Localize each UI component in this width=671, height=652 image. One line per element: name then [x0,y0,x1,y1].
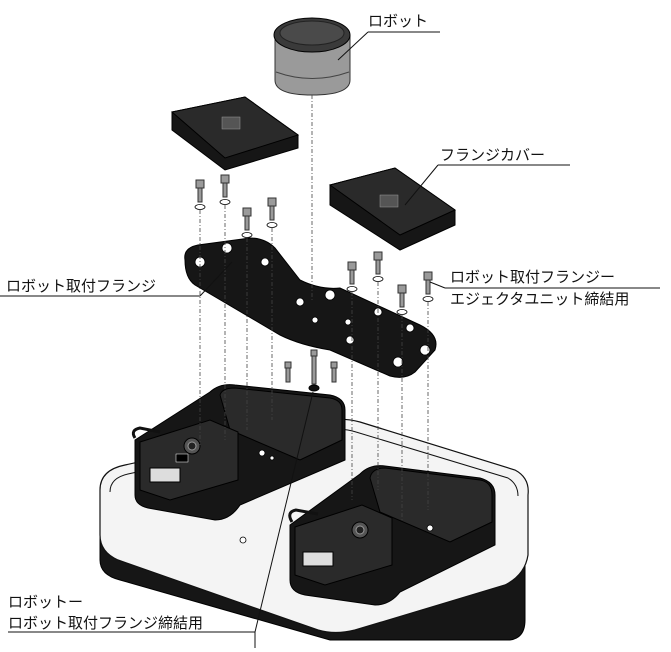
flange-cover-right [328,167,457,251]
label-flange-cover: フランジカバー [440,146,546,164]
label-fastening-robot-flange-line2: ロボット取付フランジ締結用 [8,614,204,632]
ejector-unit-left [131,384,346,521]
ejector-unit-right [288,465,496,606]
flange-cover-left [170,96,300,171]
label-fastening-flange-ejector-line1: ロボット取付フランジー [450,268,616,286]
label-fastening-flange-ejector-line2: エジェクタユニット締結用 [450,290,630,308]
label-robot: ロボット [368,12,429,30]
screws-upper-left [194,174,278,238]
leader-lines [0,31,660,648]
label-robot-flange: ロボット取付フランジ [6,277,157,295]
screws-lower-center [284,349,338,392]
assembly-center-lines [199,95,429,520]
screws-right [346,251,434,315]
robot-cylinder [273,17,351,96]
robot-mounting-flange [184,237,437,378]
label-fastening-robot-flange-line1: ロボットー [8,593,84,611]
